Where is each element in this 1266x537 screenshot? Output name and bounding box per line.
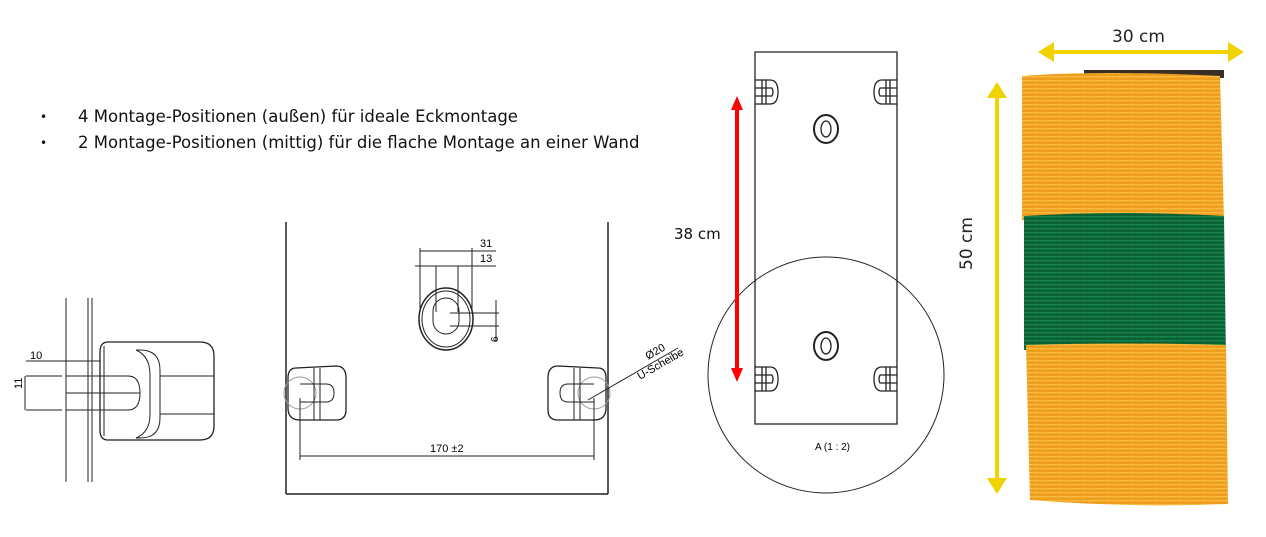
dim-spacing-label: 170 ±2 [430,443,464,455]
dim-outer-label: 31 [480,238,492,250]
plate-drawing: 31 13 6 170 ±2 Ø20 U-Scheibe [283,222,686,495]
side-detail-drawing: 10 11 [13,298,215,482]
dim-inner-label: 13 [480,253,492,265]
height-50-label: 50 cm [957,217,977,270]
brush-photo [987,42,1244,506]
bullet-marker: • [40,110,48,124]
orange-bristles-bottom [1026,343,1228,506]
dim-slot-label: 11 [13,378,25,389]
dim-slot-height-label: 6 [490,336,501,342]
width-arrow [1038,42,1244,62]
width-30-label: 30 cm [1112,27,1165,47]
detail-scale-label: A (1 : 2) [815,442,850,453]
orange-bristles-top [1022,73,1224,225]
overview-drawing: A (1 : 2) [707,51,945,494]
height-38-label: 38 cm [674,225,721,243]
feature-list: • 4 Montage-Positionen (außen) für ideal… [40,104,639,156]
bullet-marker: • [40,136,48,150]
height-arrow [987,82,1007,494]
dim-depth-label: 10 [30,350,42,362]
feature-item-corner: • 4 Montage-Positionen (außen) für ideal… [40,104,639,130]
feature-text: 4 Montage-Positionen (außen) für ideale … [78,107,518,126]
feature-text: 2 Montage-Positionen (mittig) für die fl… [78,133,640,152]
green-bristles [1024,213,1226,360]
red-height-arrow [731,96,743,382]
feature-item-flat: • 2 Montage-Positionen (mittig) für die … [40,130,639,156]
